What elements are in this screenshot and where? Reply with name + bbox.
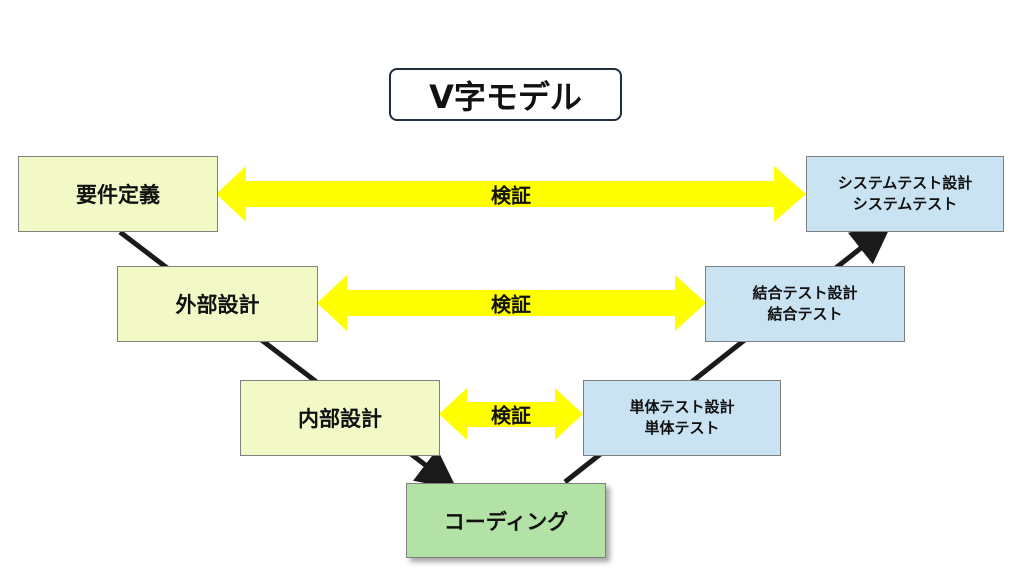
external-design-label: 外部設計 xyxy=(175,293,260,317)
page-title: V字モデル xyxy=(389,68,622,121)
unit-test-box: 単体テスト設計 単体テスト xyxy=(583,380,781,456)
integration-test-box: 結合テスト設計 結合テスト xyxy=(705,266,905,342)
requirements-label: 要件定義 xyxy=(76,183,160,207)
integration-test-label: 結合テスト xyxy=(767,305,843,323)
requirements-box: 要件定義 xyxy=(18,156,218,232)
unit-test-design-label: 単体テスト設計 xyxy=(629,398,735,416)
unit-test-label: 単体テスト xyxy=(644,419,720,437)
coding-label: コーディング xyxy=(443,509,569,534)
coding-box: コーディング xyxy=(406,483,606,558)
internal-design-box: 内部設計 xyxy=(240,380,440,456)
verify-label-1: 検証 xyxy=(491,183,531,208)
internal-design-label: 内部設計 xyxy=(298,407,382,431)
verify-arrow-1 xyxy=(216,166,806,222)
verify-label-2: 検証 xyxy=(491,292,531,317)
verify-label-3: 検証 xyxy=(491,403,531,428)
system-test-design-label: システムテスト設計 xyxy=(837,174,973,192)
system-test-box: システムテスト設計 システムテスト xyxy=(806,156,1004,232)
verify-arrow-3 xyxy=(439,388,583,440)
integration-test-design-label: 結合テスト設計 xyxy=(752,284,858,302)
verify-arrow-2 xyxy=(317,275,706,331)
external-design-box: 外部設計 xyxy=(117,266,318,342)
system-test-label: システムテスト xyxy=(852,195,958,213)
